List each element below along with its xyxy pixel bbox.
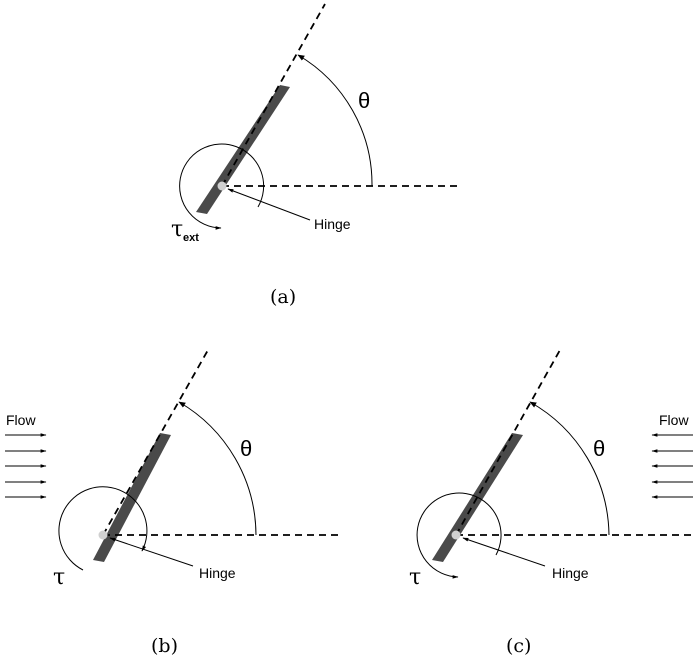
panel-b-hinge-leader <box>109 537 194 567</box>
panel-b: Flow Hinge θ τ (b) <box>5 349 340 657</box>
panel-c-torque-arc <box>416 492 502 579</box>
panel-a: Hinge θ τ ext (a) <box>171 3 458 308</box>
panel-b-hinge-pin <box>98 530 108 540</box>
panel-b-caption: (b) <box>151 635 178 657</box>
panel-b-torque-arc <box>58 486 148 571</box>
panel-b-flow-label: Flow <box>6 412 36 428</box>
panel-c-caption: (c) <box>506 635 531 657</box>
panel-c-angle-arc <box>529 401 610 536</box>
panel-c: Flow Hinge θ τ (c) <box>409 349 695 657</box>
panel-a-angle-arc <box>297 54 373 187</box>
panel-a-caption: (a) <box>270 286 296 308</box>
panel-c-flow-arrows <box>651 433 693 499</box>
panel-a-tau-symbol: τ <box>171 217 183 242</box>
panel-c-tau-symbol: τ <box>409 565 421 590</box>
panel-a-hinge-pin <box>217 181 227 191</box>
panel-a-hinge-label: Hinge <box>314 216 351 232</box>
panel-a-hinge-leader <box>227 188 311 221</box>
panel-c-hinge-pin <box>451 530 461 540</box>
panel-a-torque-arc <box>179 143 265 230</box>
panel-b-hinge-label: Hinge <box>199 565 236 581</box>
panel-c-flow-label: Flow <box>659 412 689 428</box>
panel-a-theta-label: θ <box>358 88 370 113</box>
panel-c-hinge-leader <box>462 537 546 567</box>
panel-b-angle-arc <box>178 401 257 536</box>
panel-b-tau-symbol: τ <box>53 565 65 590</box>
panel-b-theta-label: θ <box>240 436 252 461</box>
panel-c-hinge-label: Hinge <box>552 565 589 581</box>
panel-a-tau-subscript: ext <box>183 232 199 244</box>
panel-b-flow-arrows <box>5 433 47 499</box>
panel-a-plate-axis-line <box>221 3 326 187</box>
panel-c-theta-label: θ <box>593 436 605 461</box>
